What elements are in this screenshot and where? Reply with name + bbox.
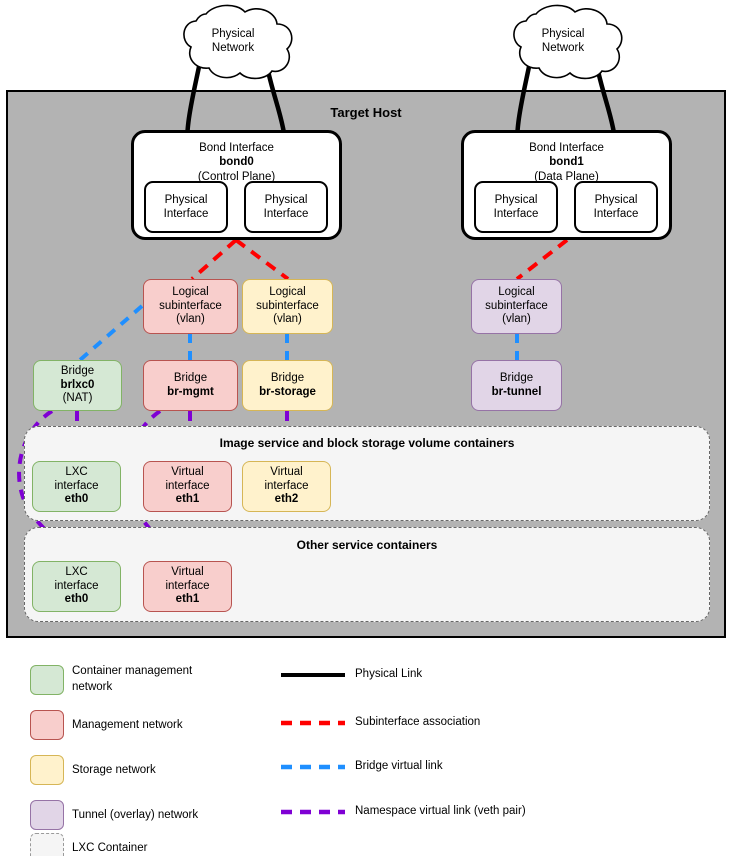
sub-tunnel-line2: subinterface xyxy=(485,299,548,312)
sub-storage-line3: (vlan) xyxy=(273,313,302,326)
bridge-br-mgmt-name: br-mgmt xyxy=(167,385,214,398)
sub-mgmt-line1: Logical xyxy=(172,286,209,299)
cloud-left-line1: Physical xyxy=(211,28,255,41)
bond1-physical-interface-2: Physical Interface xyxy=(574,181,658,233)
logical-subinterface-storage: Logical subinterface (vlan) xyxy=(242,279,333,334)
bond0-name: bond0 xyxy=(219,156,254,169)
legend-label-namespace-virtual-link: Namespace virtual link (veth pair) xyxy=(355,805,526,817)
bond1-if1-line1: Physical xyxy=(494,193,538,206)
g1-eth0-line1: LXC xyxy=(65,466,88,479)
bond0-physical-interface-2: Physical Interface xyxy=(244,181,328,233)
bond0-physical-interface-1: Physical Interface xyxy=(144,181,228,233)
group-other-services-title: Other service containers xyxy=(296,538,438,552)
bond1-if2-line2: Interface xyxy=(593,208,639,220)
g2-eth0-line1: LXC xyxy=(65,566,88,579)
bridge-br-tunnel: Bridge br-tunnel xyxy=(471,360,562,411)
bond0-role: (Control Plane) xyxy=(197,170,276,183)
legend-swatch-storage xyxy=(30,755,64,785)
g1-eth1-line2: interface xyxy=(165,479,210,492)
group-image-block-title: Image service and block storage volume c… xyxy=(219,436,515,450)
g1-eth2-line2: interface xyxy=(264,479,309,492)
g1-lxc-interface-eth0: LXC interface eth0 xyxy=(32,461,121,512)
sub-tunnel-line1: Logical xyxy=(498,286,535,299)
g1-virtual-interface-eth1: Virtual interface eth1 xyxy=(143,461,232,512)
bridge-br-storage-name: br-storage xyxy=(259,385,316,398)
bridge-brlxc0: Bridge brlxc0 (NAT) xyxy=(33,360,122,411)
g1-virtual-interface-eth2: Virtual interface eth2 xyxy=(242,461,331,512)
bond1-title: Bond Interface xyxy=(529,142,604,154)
g1-eth1-line1: Virtual xyxy=(171,466,204,479)
bridge-brlxc0-line3: (NAT) xyxy=(62,392,93,405)
legend-label-tunnel: Tunnel (overlay) network xyxy=(72,809,199,821)
bond1-if2-line1: Physical xyxy=(594,193,638,206)
bond1-physical-interface-1: Physical Interface xyxy=(474,181,558,233)
bridge-brlxc0-line1: Bridge xyxy=(60,365,95,378)
bond0-if2-line2: Interface xyxy=(263,208,309,220)
bond0-label: Bond Interface bond0 (Control Plane) xyxy=(134,141,339,184)
legend: Container management network Management … xyxy=(0,645,732,856)
cloud-right-line1: Physical xyxy=(541,28,585,41)
legend-swatch-tunnel xyxy=(30,800,64,830)
bond1-label: Bond Interface bond1 (Data Plane) xyxy=(464,141,669,184)
g2-virtual-interface-eth1: Virtual interface eth1 xyxy=(143,561,232,612)
legend-label-subinterface-association: Subinterface association xyxy=(355,716,481,728)
legend-swatch-management xyxy=(30,710,64,740)
cloud-right-label: Physical Network xyxy=(523,24,603,60)
bond0-if1-line1: Physical xyxy=(164,193,208,206)
g2-eth0-name: eth0 xyxy=(64,593,89,606)
cloud-left-label: Physical Network xyxy=(193,24,273,60)
legend-label-storage: Storage network xyxy=(72,764,156,776)
cloud-right-line2: Network xyxy=(541,42,585,54)
g2-eth0-line2: interface xyxy=(54,579,99,592)
bond1-name: bond1 xyxy=(549,156,584,169)
g2-eth1-name: eth1 xyxy=(175,593,200,606)
g2-eth1-line1: Virtual xyxy=(171,566,204,579)
g2-lxc-interface-eth0: LXC interface eth0 xyxy=(32,561,121,612)
sub-mgmt-line3: (vlan) xyxy=(176,313,205,326)
bridge-br-mgmt: Bridge br-mgmt xyxy=(143,360,238,411)
sub-mgmt-line2: subinterface xyxy=(159,299,222,312)
legend-label-lxc-container: LXC Container xyxy=(72,842,148,854)
legend-label-management: Management network xyxy=(72,719,183,731)
legend-label-physical-link: Physical Link xyxy=(355,668,423,680)
bond1-role: (Data Plane) xyxy=(534,170,599,183)
bridge-brlxc0-name: brlxc0 xyxy=(60,378,95,391)
sub-storage-line1: Logical xyxy=(269,286,306,299)
logical-subinterface-management: Logical subinterface (vlan) xyxy=(143,279,238,334)
bridge-br-mgmt-line1: Bridge xyxy=(173,371,208,384)
legend-label-container-management: Container management network xyxy=(72,665,193,693)
bridge-br-tunnel-name: br-tunnel xyxy=(491,385,542,398)
legend-swatch-lxc-container xyxy=(30,833,64,856)
bridge-br-storage-line1: Bridge xyxy=(270,371,305,384)
bond0-title: Bond Interface xyxy=(199,142,274,154)
g1-eth1-name: eth1 xyxy=(175,493,200,506)
g1-eth0-line2: interface xyxy=(54,479,99,492)
group-image-block-box xyxy=(24,426,710,521)
legend-label-bridge-virtual-link: Bridge virtual link xyxy=(355,760,443,772)
bond0-if2-line1: Physical xyxy=(264,193,308,206)
sub-storage-line2: subinterface xyxy=(256,299,319,312)
g1-eth2-line1: Virtual xyxy=(270,466,303,479)
bond1-if1-line2: Interface xyxy=(493,208,539,220)
cloud-left-line2: Network xyxy=(211,42,255,54)
legend-swatch-container-management xyxy=(30,665,64,695)
target-host-title: Target Host xyxy=(330,105,402,120)
g2-eth1-line2: interface xyxy=(165,579,210,592)
bridge-br-tunnel-line1: Bridge xyxy=(499,371,534,384)
g1-eth2-name: eth2 xyxy=(274,493,299,506)
logical-subinterface-tunnel: Logical subinterface (vlan) xyxy=(471,279,562,334)
sub-tunnel-line3: (vlan) xyxy=(502,313,531,326)
bond0-if1-line2: Interface xyxy=(163,208,209,220)
g1-eth0-name: eth0 xyxy=(64,493,89,506)
bridge-br-storage: Bridge br-storage xyxy=(242,360,333,411)
group-other-services-box xyxy=(24,527,710,622)
